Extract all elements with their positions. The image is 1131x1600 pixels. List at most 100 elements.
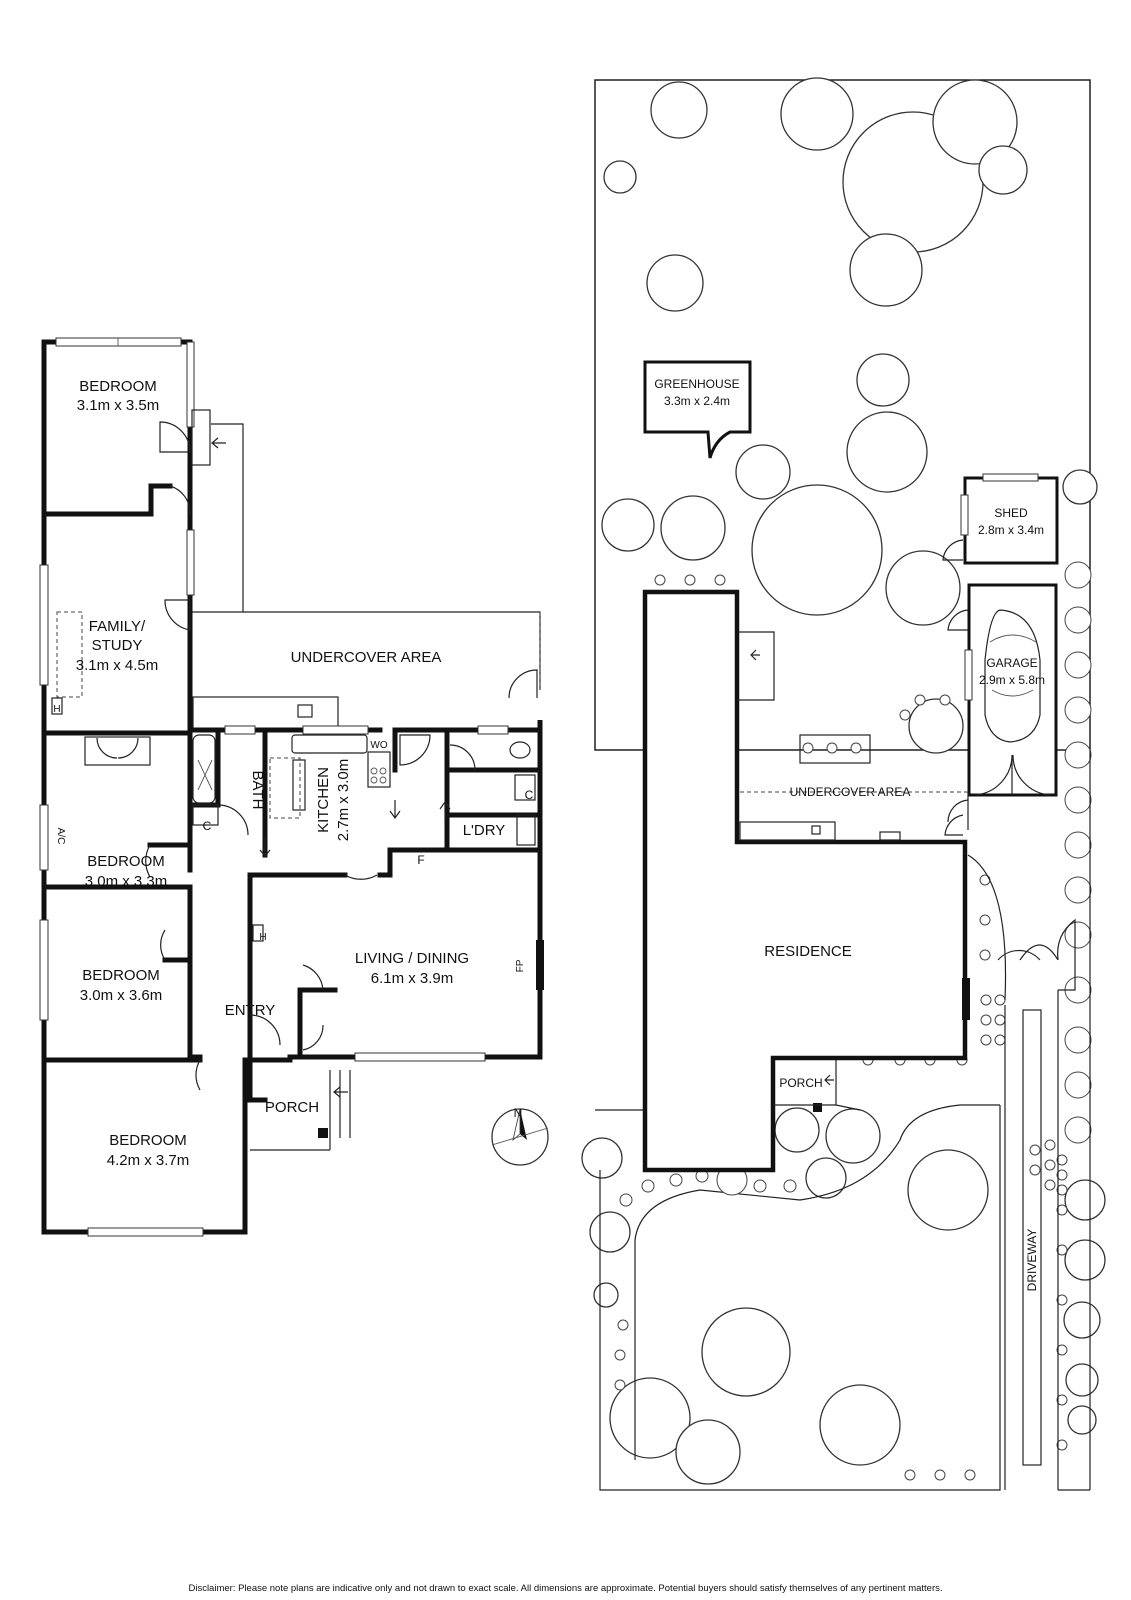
greenhouse-name: GREENHOUSE [654,377,739,391]
kitchen-island-outline [269,757,301,819]
arrow-bath [259,838,271,857]
wall-kitchen-living [247,847,543,878]
kitchen-name: KITCHEN [315,767,332,833]
greenhouse [643,360,752,459]
car-outline [984,609,1041,743]
bedroom2-size: 3.0m x 3.3m [85,873,168,890]
floor-plan: BEDROOM 3.1m x 3.5m FAMILY/ STUDY 3.1m x… [39,337,549,1237]
undercover-door [508,669,538,699]
residence-side-path [737,631,775,701]
undercover-bench [192,696,339,731]
door-bed1-external [191,409,211,466]
boundary-shrubs [1029,561,1092,1451]
fireplace-label: FP [515,959,526,972]
garage-name: GARAGE [986,656,1037,670]
heater-family [51,697,63,715]
door-bath [217,804,249,836]
fridge-label: F [417,853,424,867]
door-front [249,1014,281,1046]
entry-name: ENTRY [225,1002,276,1019]
garden-bed-edge [634,1104,1000,1460]
undercover-sink [297,704,313,718]
side-path-curve [967,854,1007,1001]
robe-bed2 [84,736,151,766]
kitchen-bench [292,759,306,811]
window-bath [224,725,256,735]
porch-post [318,1128,328,1138]
gate [1019,918,1076,991]
door-bed1 [159,421,191,453]
site-plan: GREENHOUSE 3.3m x 2.4m SHED 2.8m x 3.4m … [581,77,1106,1491]
heater-living-label: H [259,932,266,943]
wall-oven-label: WO [370,740,387,751]
door-laundry-ext [399,734,431,766]
window-family-east [186,529,195,596]
door-wc [449,744,476,771]
shed-name: SHED [994,506,1028,520]
bedroom4-size: 4.2m x 3.7m [107,1152,190,1169]
window-bed1-east [186,341,195,428]
residence-name: RESIDENCE [764,943,852,960]
heater-family-label: H [53,704,60,715]
window-family-west [39,564,49,686]
kitchen-size: 2.7m x 3.0m [335,759,352,842]
window-bed2-west [39,804,49,871]
bedroom3-name: BEDROOM [82,967,160,984]
wall-oven [367,751,391,788]
laundry-tub [516,814,536,846]
residence [642,589,968,1173]
greenhouse-size: 3.3m x 2.4m [664,394,730,408]
kitchen-sink [291,734,368,754]
bath-cupboard-label: C [203,819,212,833]
lawn-edge [599,1105,1001,1491]
compass-label: N [514,1106,523,1120]
bath-name: BATH [249,771,266,810]
door-bed3 [160,929,166,961]
family-name-line2: STUDY [92,637,143,654]
bedroom1-size: 3.1m x 3.5m [77,397,160,414]
bedroom3-size: 3.0m x 3.6m [80,987,163,1004]
fireplace-block [536,940,544,990]
shed [963,476,1059,565]
door-bed4 [195,1059,201,1091]
undercover-name: UNDERCOVER AREA [291,649,442,666]
window-bed3-west [39,919,49,1021]
bedroom2-name: BEDROOM [87,853,165,870]
side-path [211,423,244,612]
arrow-porch [333,1086,348,1098]
porch-steps [250,1070,351,1151]
laundry-name: L'DRY [463,822,506,839]
wall-bath-kitchen [187,727,268,873]
family-size: 3.1m x 4.5m [76,657,159,674]
family-name-line1: FAMILY/ [89,618,146,635]
disclaimer: Disclaimer: Please note plans are indica… [188,1583,943,1594]
wall-entry-living [247,872,268,1060]
undercover-table [799,734,871,764]
bedroom4-name: BEDROOM [109,1132,187,1149]
wall-laundry [392,727,543,853]
laundry-cupboard-label: C [525,788,534,802]
compass-needle-icon [520,1109,527,1140]
trees [581,77,1106,1485]
wall-porch [247,1057,268,1103]
window-laundry [477,725,509,735]
window-kitchen [302,725,369,735]
living-size: 6.1m x 3.9m [371,970,454,987]
wall-bed1-family [41,483,173,517]
window-bed1 [55,337,182,347]
bath-cupboard [192,804,219,826]
ac-label: A/C [55,828,66,845]
door-kitchen [344,874,378,880]
driveway-name: DRIVEWAY [1025,1229,1039,1292]
bathtub [192,734,216,804]
laundry-cupboard [514,774,536,801]
toilet [509,741,531,759]
compass [491,1108,549,1166]
site-boundary [594,79,1091,751]
window-living-south [354,1052,486,1062]
garage-size: 2.9m x 5.8m [979,673,1045,687]
driveway-strip [1022,1009,1042,1466]
residence-fireplace [962,978,970,1020]
residence-bench [739,821,836,841]
